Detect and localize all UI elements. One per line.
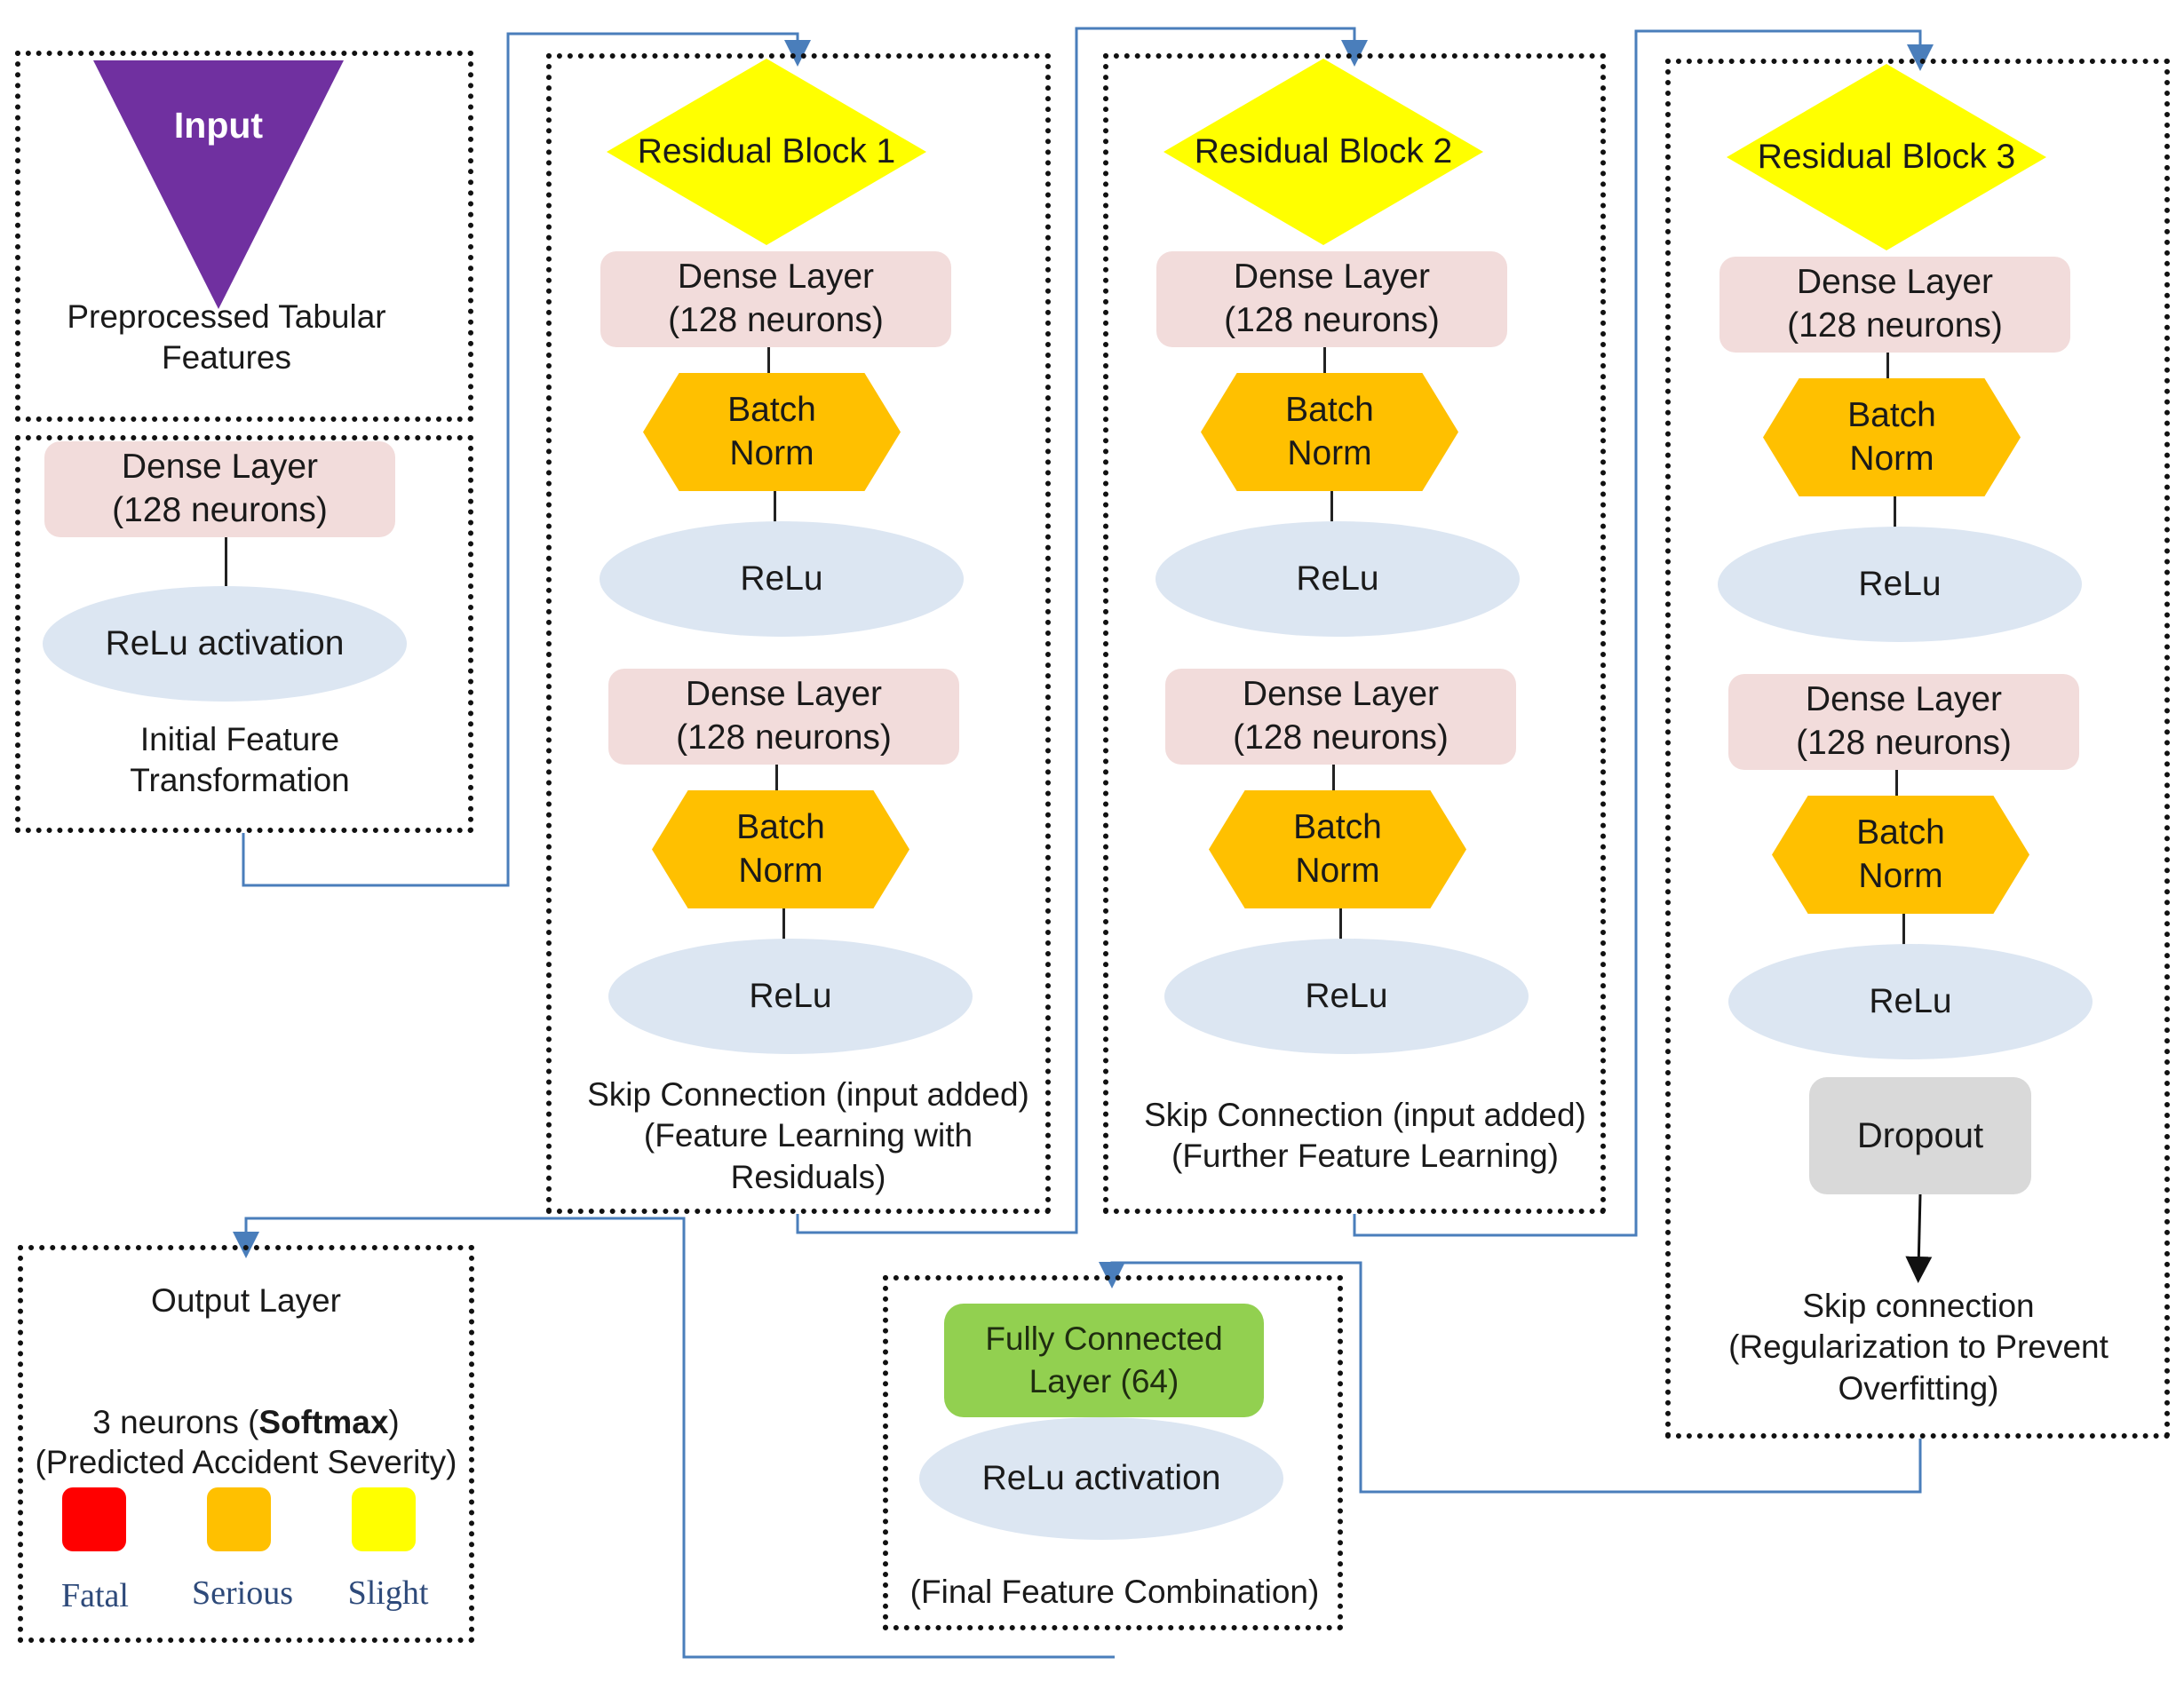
initial-block-frame bbox=[15, 435, 473, 833]
block3-link1 bbox=[1886, 353, 1889, 379]
output-neurons-suffix: ) bbox=[388, 1404, 400, 1441]
fc-caption: (Final Feature Combination) bbox=[909, 1574, 1320, 1610]
block2-frame bbox=[1103, 53, 1606, 1214]
initial-relu: ReLu activation bbox=[43, 586, 407, 702]
block1-batchnorm1: Batch Norm bbox=[643, 373, 901, 491]
block1-link1 bbox=[767, 347, 770, 374]
serious-label: Serious bbox=[192, 1574, 293, 1612]
block3-link2 bbox=[1894, 496, 1896, 528]
block2-relu1: ReLu bbox=[1156, 521, 1520, 637]
block3-dense2: Dense Layer (128 neurons) bbox=[1728, 674, 2079, 770]
fatal-label: Fatal bbox=[61, 1577, 129, 1614]
output-block-frame bbox=[18, 1245, 474, 1643]
block3-relu2: ReLu bbox=[1728, 944, 2093, 1059]
block3-frame bbox=[1665, 59, 2170, 1439]
block2-batchnorm2: Batch Norm bbox=[1209, 790, 1466, 908]
block3-batchnorm1: Batch Norm bbox=[1763, 378, 2021, 496]
block3-relu1: ReLu bbox=[1718, 527, 2082, 642]
initial-caption: Initial Feature Transformation bbox=[130, 721, 350, 799]
block3-dense1: Dense Layer (128 neurons) bbox=[1719, 257, 2070, 353]
initial-dense-layer: Dense Layer (128 neurons) bbox=[44, 441, 395, 537]
block1-relu2: ReLu bbox=[608, 939, 973, 1054]
block1-caption: Skip Connection (input added) (Feature L… bbox=[587, 1076, 1029, 1195]
block3-batchnorm2: Batch Norm bbox=[1772, 796, 2029, 914]
block2-link1 bbox=[1323, 347, 1326, 374]
input-label: Input bbox=[173, 105, 264, 146]
block1-batchnorm2: Batch Norm bbox=[652, 790, 909, 908]
block2-link2 bbox=[1330, 491, 1333, 523]
fatal-swatch bbox=[62, 1487, 126, 1551]
block1-relu1: ReLu bbox=[600, 521, 964, 637]
output-caption: (Predicted Accident Severity) bbox=[35, 1444, 457, 1480]
block2-dense2: Dense Layer (128 neurons) bbox=[1165, 669, 1516, 765]
initial-link bbox=[225, 537, 227, 595]
fc-block-frame bbox=[883, 1275, 1343, 1630]
block3-link3 bbox=[1895, 770, 1898, 797]
block2-link3 bbox=[1332, 765, 1335, 791]
output-title: Output Layer bbox=[151, 1282, 341, 1319]
input-caption: Preprocessed Tabular Features bbox=[67, 298, 386, 377]
fc-layer: Fully Connected Layer (64) bbox=[944, 1304, 1264, 1417]
block1-frame bbox=[546, 53, 1051, 1214]
block1-link4 bbox=[782, 908, 785, 940]
block3-link4 bbox=[1902, 914, 1905, 946]
block2-link4 bbox=[1339, 908, 1342, 940]
block2-caption: Skip Connection (input added) (Further F… bbox=[1144, 1097, 1586, 1175]
block1-link3 bbox=[775, 765, 778, 791]
slight-swatch bbox=[352, 1487, 416, 1551]
block3-caption: Skip connection (Regularization to Preve… bbox=[1728, 1288, 2109, 1407]
block2-relu2: ReLu bbox=[1164, 939, 1529, 1054]
block1-link2 bbox=[774, 491, 776, 523]
output-neurons-softmax: Softmax bbox=[258, 1404, 389, 1441]
input-block-frame bbox=[15, 51, 473, 422]
block3-dropout: Dropout bbox=[1809, 1077, 2031, 1194]
block1-dense1: Dense Layer (128 neurons) bbox=[600, 251, 951, 347]
block2-dense1: Dense Layer (128 neurons) bbox=[1156, 251, 1507, 347]
slight-label: Slight bbox=[347, 1574, 429, 1612]
output-neurons-prefix: 3 neurons ( bbox=[92, 1404, 259, 1441]
block2-batchnorm1: Batch Norm bbox=[1201, 373, 1458, 491]
fc-relu: ReLu activation bbox=[919, 1417, 1283, 1540]
block1-dense2: Dense Layer (128 neurons) bbox=[608, 669, 959, 765]
serious-swatch bbox=[207, 1487, 271, 1551]
output-neurons: 3 neurons (Softmax) bbox=[21, 1361, 471, 1444]
